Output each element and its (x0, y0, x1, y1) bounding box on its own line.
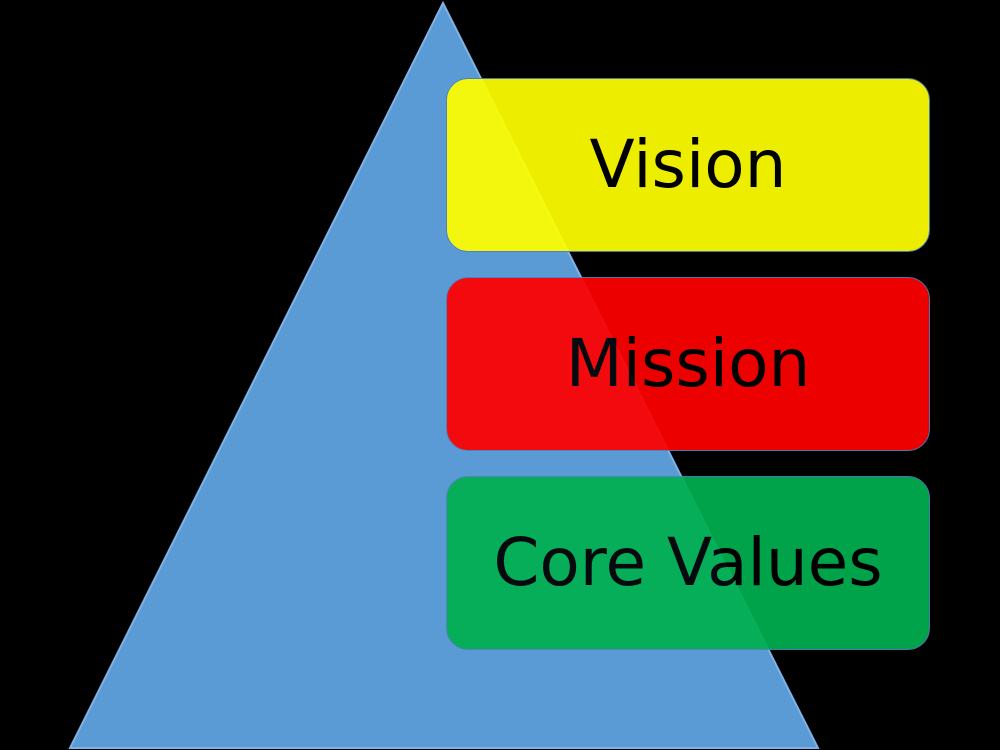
core-values-label: Core Values (493, 524, 883, 601)
vision-box: Vision (446, 78, 930, 252)
core-values-box: Core Values (446, 476, 930, 650)
mission-box: Mission (446, 277, 930, 451)
mission-label: Mission (565, 325, 811, 402)
vision-label: Vision (589, 126, 787, 203)
